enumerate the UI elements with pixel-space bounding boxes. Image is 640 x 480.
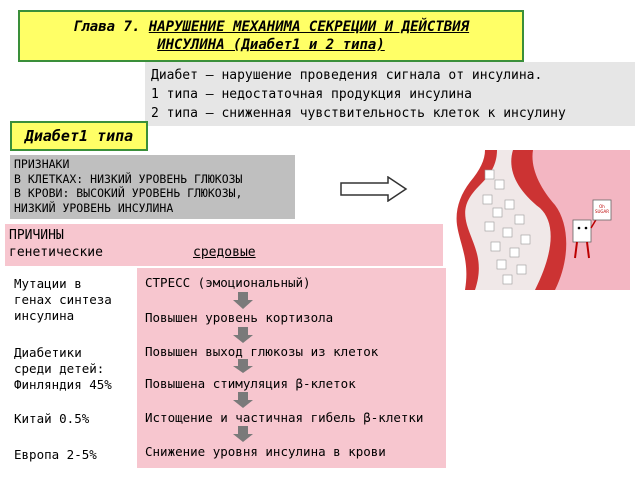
title-line1: НАРУШЕНИЕ МЕХАНИМА СЕКРЕЦИИ И ДЕЙСТВИЯ — [148, 19, 470, 35]
environmental-chain: СТРЕСС (эмоциональный) Повышен уровень к… — [137, 268, 446, 468]
environmental-label: средовые — [193, 245, 256, 260]
chain-step: Истощение и частичная гибель β-клетки — [145, 410, 424, 425]
chapter-title: Глава 7. НАРУШЕНИЕ МЕХАНИМА СЕКРЕЦИИ И Д… — [18, 10, 524, 62]
genetic-item: генах синтеза — [14, 292, 112, 307]
genetic-item: Мутации в — [14, 276, 82, 291]
genetic-item: Европа 2-5% — [14, 447, 97, 462]
genetic-item: Китай 0.5% — [14, 411, 90, 426]
causes-heading: ПРИЧИНЫ — [9, 228, 64, 243]
chain-step: Повышен выход глюкозы из клеток — [145, 344, 379, 359]
definition-box: Диабет – нарушение проведения сигнала от… — [145, 62, 635, 126]
blood-vessel-illustration: Oh SUGAR — [455, 150, 630, 290]
down-arrow-icon — [233, 292, 253, 309]
signs-line: В КРОВИ: ВЫСОКИЙ УРОВЕНЬ ГЛЮКОЗЫ, — [14, 186, 243, 200]
signs-heading: ПРИЗНАКИ — [14, 157, 70, 171]
signs-line: В КЛЕТКАХ: НИЗКИЙ УРОВЕНЬ ГЛЮКОЗЫ — [14, 171, 243, 186]
signs-box: ПРИЗНАКИ В КЛЕТКАХ: НИЗКИЙ УРОВЕНЬ ГЛЮКО… — [10, 155, 295, 219]
genetic-item: Диабетики — [14, 345, 82, 360]
genetic-item: инсулина — [14, 308, 75, 323]
genetic-item: среди детей: — [14, 361, 105, 376]
genetic-label: генетические — [9, 245, 103, 260]
sign-icon — [592, 199, 612, 221]
right-arrow-icon — [340, 176, 408, 202]
chain-step: Снижение уровня инсулина в крови — [145, 444, 386, 459]
type1-label: Диабет1 типа — [10, 121, 148, 151]
down-arrow-icon — [233, 426, 253, 442]
causes-box: ПРИЧИНЫ генетические средовые — [5, 224, 443, 266]
genetic-item: Финляндия 45% — [14, 377, 112, 392]
chapter-label: Глава 7. — [72, 19, 149, 35]
genetic-list: Мутации в генах синтеза инсулина Диабети… — [14, 270, 129, 466]
down-arrow-icon — [233, 392, 253, 408]
down-arrow-icon — [233, 359, 253, 373]
definition-line: 2 типа – сниженная чувствительность клет… — [151, 106, 566, 121]
sign-text: Oh SUGAR — [594, 204, 610, 214]
title-line2: ИНСУЛИНА (Диабет1 и 2 типа) — [157, 37, 385, 53]
chain-step: Повышена стимуляция β-клеток — [145, 376, 356, 391]
definition-line: Диабет – нарушение проведения сигнала от… — [151, 68, 543, 83]
chain-step: СТРЕСС (эмоциональный) — [145, 275, 311, 290]
down-arrow-icon — [233, 327, 253, 343]
chain-step: Повышен уровень кортизола — [145, 310, 334, 325]
sugar-cube-character-icon — [572, 199, 612, 259]
definition-line: 1 типа – недостаточная продукция инсулин… — [151, 87, 472, 102]
signs-line: НИЗКИЙ УРОВЕНЬ ИНСУЛИНА — [14, 200, 174, 215]
